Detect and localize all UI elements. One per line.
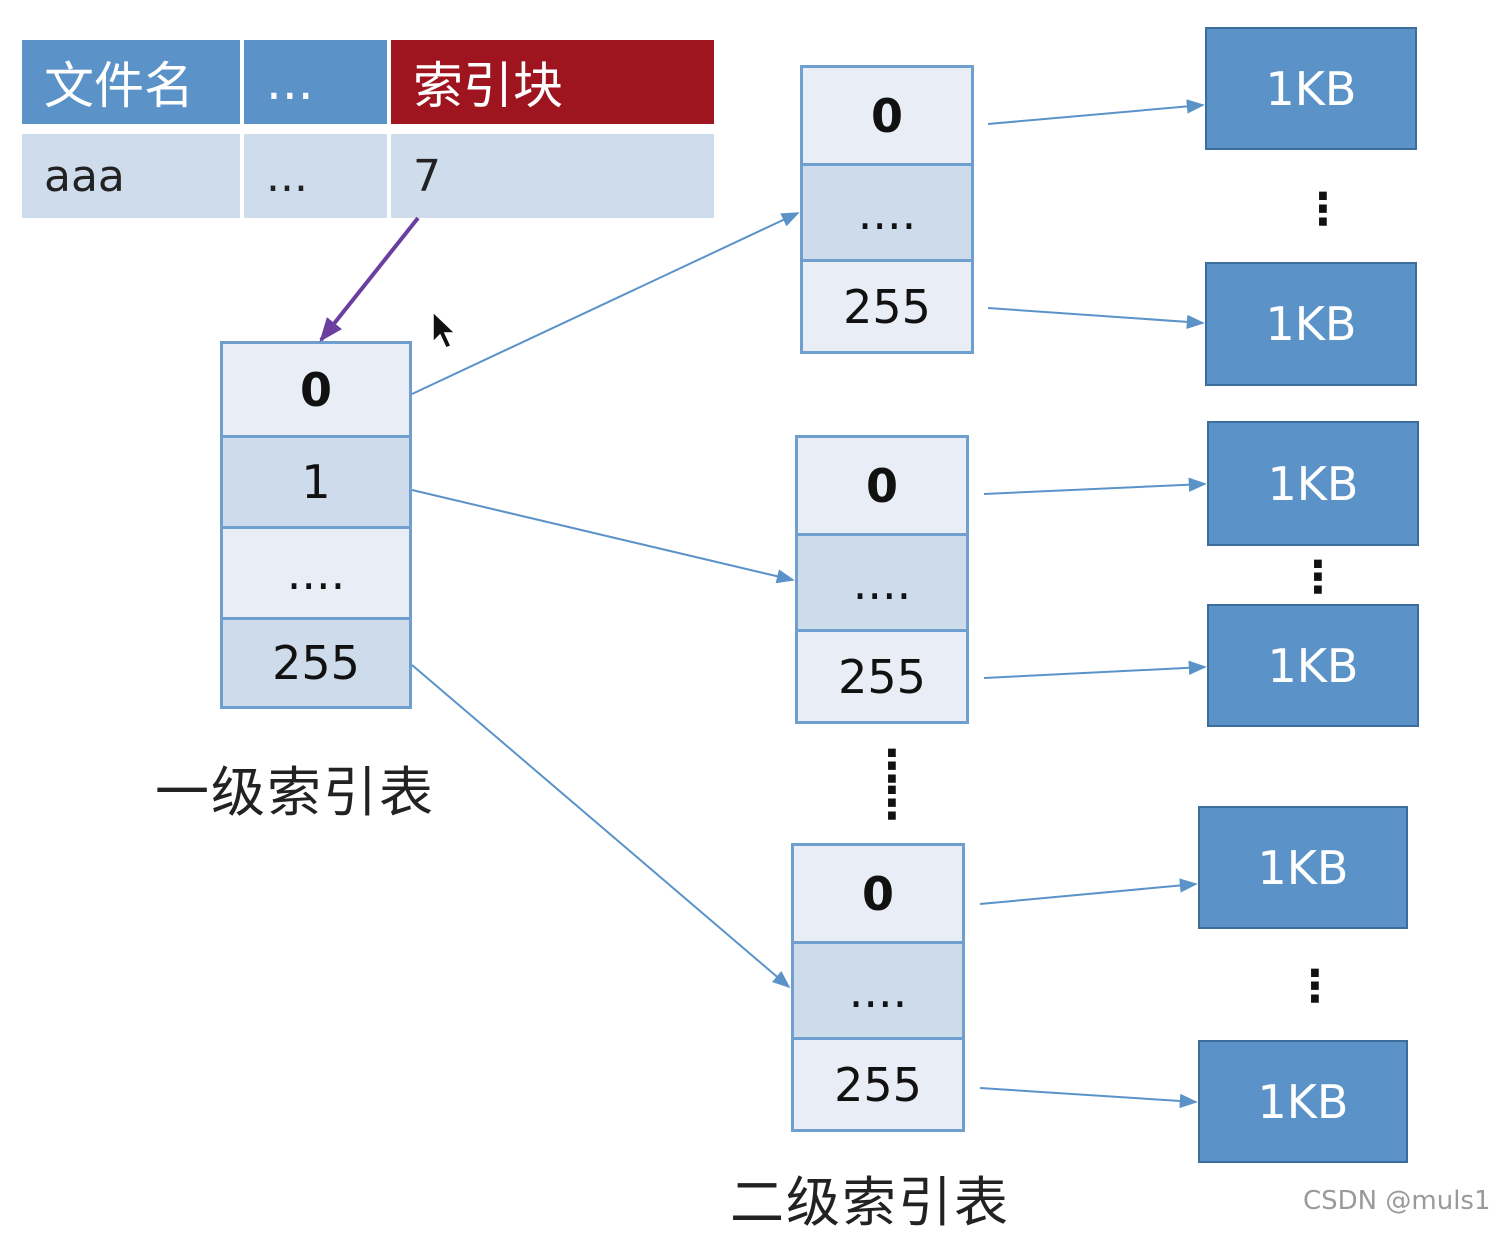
data-block: 1KB	[1205, 27, 1417, 150]
mouse-cursor-icon	[432, 310, 457, 349]
data-block: 1KB	[1198, 806, 1408, 929]
second-level-index-table-c: 0 .... 255	[791, 843, 965, 1132]
arrow-entry-255-to-table-c	[411, 664, 791, 989]
arrow-entry-0-to-table-a	[411, 212, 800, 395]
first-level-entry-ellipsis: ....	[223, 526, 409, 617]
second-level-index-label: 二级索引表	[730, 1171, 1010, 1234]
first-level-index-label: 一级索引表	[155, 761, 435, 824]
second-level-c-entry-0: 0	[794, 846, 962, 941]
arrow-index-block-to-first-level	[319, 216, 420, 342]
second-level-a-entry-255: 255	[803, 259, 971, 351]
data-block: 1KB	[1198, 1040, 1408, 1163]
arrow-a0-to-block	[987, 99, 1205, 125]
arrow-b255-to-block	[983, 660, 1207, 679]
fcb-header-ellipsis: ...	[244, 40, 387, 124]
data-block: 1KB	[1205, 262, 1417, 386]
second-level-a-entry-0: 0	[803, 68, 971, 163]
first-level-index-table: 0 1 .... 255	[220, 341, 412, 709]
data-block: 1KB	[1207, 604, 1419, 727]
second-level-b-entry-0: 0	[798, 438, 966, 533]
fcb-header-index-block: 索引块	[391, 40, 714, 124]
arrow-c0-to-block	[979, 878, 1198, 905]
second-level-index-table-a: 0 .... 255	[800, 65, 974, 354]
arrow-entry-1-to-table-b	[411, 489, 795, 584]
second-level-index-table-b: 0 .... 255	[795, 435, 969, 724]
arrow-a255-to-block	[987, 307, 1205, 330]
first-level-entry-0: 0	[223, 344, 409, 435]
second-level-c-entry-ellipsis: ....	[794, 941, 962, 1037]
fcb-cell-filename: aaa	[22, 134, 240, 218]
arrow-b0-to-block	[983, 477, 1207, 495]
arrow-c255-to-block	[979, 1087, 1198, 1109]
fcb-header-filename: 文件名	[22, 40, 240, 124]
second-level-c-entry-255: 255	[794, 1037, 962, 1129]
first-level-entry-255: 255	[223, 617, 409, 706]
first-level-entry-1: 1	[223, 435, 409, 526]
data-block: 1KB	[1207, 421, 1419, 546]
watermark: CSDN @muls1	[1303, 1186, 1491, 1216]
second-level-b-entry-ellipsis: ....	[798, 533, 966, 629]
second-level-a-entry-ellipsis: ....	[803, 163, 971, 259]
fcb-cell-index-block: 7	[391, 134, 714, 218]
fcb-cell-ellipsis: ...	[244, 134, 387, 218]
second-level-b-entry-255: 255	[798, 629, 966, 721]
